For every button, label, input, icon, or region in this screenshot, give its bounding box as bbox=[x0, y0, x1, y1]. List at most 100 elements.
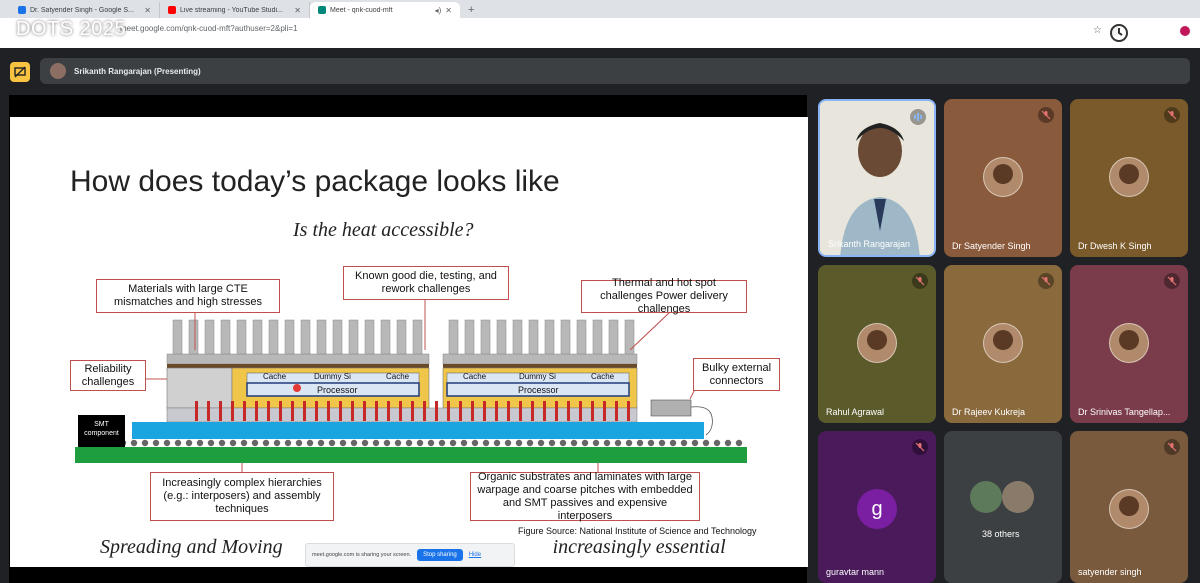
participant-tile[interactable]: 38 others bbox=[944, 431, 1062, 583]
close-tab-icon[interactable]: ✕ bbox=[144, 5, 151, 15]
dummy-si-label: Dummy Si bbox=[519, 372, 556, 381]
address-bar-area: meet.google.com/qnk-cuod-mft?authuser=2&… bbox=[0, 18, 1200, 48]
participant-tile[interactable]: Srikanth Rangarajan bbox=[818, 99, 936, 257]
interconnect-pillar bbox=[543, 401, 546, 421]
browser-tab-google-search[interactable]: Dr. Satyender Singh - Google S... ✕ bbox=[10, 2, 160, 18]
interconnect-pillar bbox=[195, 401, 198, 421]
close-tab-icon[interactable]: ✕ bbox=[294, 5, 301, 15]
solder-ball bbox=[504, 439, 512, 447]
smt-component-label: SMT component bbox=[80, 420, 123, 438]
hide-banner-link[interactable]: Hide bbox=[468, 552, 482, 558]
solder-ball bbox=[229, 439, 237, 447]
solder-ball bbox=[317, 439, 325, 447]
participant-tile[interactable]: satyender singh bbox=[1070, 431, 1188, 583]
participant-tile[interactable]: Dr Rajeev Kukreja bbox=[944, 265, 1062, 423]
interconnect-pillar bbox=[351, 401, 354, 421]
presenter-name: Srikanth Rangarajan (Presenting) bbox=[74, 66, 201, 76]
interconnect-pillar bbox=[459, 401, 462, 421]
screen-share-banner: meet.google.com is sharing your screen. … bbox=[305, 543, 515, 567]
callout-bulky-connectors: Bulky external connectors bbox=[693, 358, 780, 391]
heat-sink-fin bbox=[448, 319, 459, 355]
solder-ball bbox=[427, 439, 435, 447]
interconnect-pillar bbox=[483, 401, 486, 421]
solder-ball bbox=[251, 439, 259, 447]
solder-ball bbox=[174, 439, 182, 447]
heat-sink-fin bbox=[236, 319, 247, 355]
interconnect-pillar bbox=[255, 401, 258, 421]
solder-ball bbox=[515, 439, 523, 447]
youtube-favicon-icon bbox=[168, 6, 176, 14]
participant-tile[interactable]: Dr Srinivas Tangellap... bbox=[1070, 265, 1188, 423]
callout-hierarchy: Increasingly complex hierarchies (e.g.: … bbox=[150, 472, 334, 521]
callout-kgd: Known good die, testing, and rework chal… bbox=[343, 266, 509, 300]
heat-sink-fin bbox=[592, 319, 603, 355]
cache-label: Cache bbox=[463, 372, 487, 381]
avatar bbox=[857, 323, 897, 363]
interconnect-pillar bbox=[531, 401, 534, 421]
solder-ball bbox=[163, 439, 171, 447]
profile-avatar-icon[interactable] bbox=[1180, 26, 1190, 36]
interconnect-pillar bbox=[411, 401, 414, 421]
presenter-indicator[interactable]: Srikanth Rangarajan (Presenting) bbox=[40, 58, 1190, 84]
solder-ball bbox=[152, 439, 160, 447]
solder-ball bbox=[383, 439, 391, 447]
tab-title: Dr. Satyender Singh - Google S... bbox=[30, 6, 134, 14]
solder-ball bbox=[350, 439, 358, 447]
avatar bbox=[983, 323, 1023, 363]
participant-tile[interactable]: Dr Satyender Singh bbox=[944, 99, 1062, 257]
heat-sink-fin bbox=[268, 319, 279, 355]
cache-label: Cache bbox=[263, 372, 287, 381]
muted-mic-icon bbox=[1164, 273, 1180, 289]
dummy-si-label: Dummy Si bbox=[314, 372, 351, 381]
solder-ball bbox=[702, 439, 710, 447]
heat-sink-fin bbox=[560, 319, 571, 355]
interconnect-pillar bbox=[555, 401, 558, 421]
solder-ball bbox=[471, 439, 479, 447]
close-tab-icon[interactable]: ✕ bbox=[445, 5, 452, 15]
participant-name: Dr Srinivas Tangellap... bbox=[1078, 407, 1171, 417]
heat-sink-fin bbox=[480, 319, 491, 355]
heat-sink-fin bbox=[220, 319, 231, 355]
speaking-indicator-icon bbox=[910, 109, 926, 125]
address-bar-url[interactable]: meet.google.com/qnk-cuod-mft?authuser=2&… bbox=[120, 24, 298, 33]
solder-ball bbox=[218, 439, 226, 447]
solder-ball bbox=[394, 439, 402, 447]
solder-ball bbox=[559, 439, 567, 447]
solder-ball bbox=[570, 439, 578, 447]
solder-ball bbox=[636, 439, 644, 447]
presenter-video bbox=[820, 101, 934, 255]
participant-tile[interactable]: Dr Dwesh K Singh bbox=[1070, 99, 1188, 257]
browser-tab-strip: Dr. Satyender Singh - Google S... ✕ Live… bbox=[0, 0, 1200, 18]
back-arrow-icon[interactable]: ‹ bbox=[4, 22, 9, 38]
share-button[interactable] bbox=[1152, 18, 1182, 48]
figure-source: Figure Source: National Institute of Sci… bbox=[518, 526, 757, 536]
interconnect-pillar bbox=[615, 401, 618, 421]
presentation-icon[interactable] bbox=[10, 62, 30, 82]
bookmark-star-icon[interactable]: ☆ bbox=[1093, 25, 1102, 36]
interconnect-pillar bbox=[399, 401, 402, 421]
participant-name: Rahul Agrawal bbox=[826, 407, 885, 417]
solder-ball bbox=[625, 439, 633, 447]
participant-tile[interactable]: Rahul Agrawal bbox=[818, 265, 936, 423]
solder-ball bbox=[603, 439, 611, 447]
heat-sink-fin bbox=[412, 319, 423, 355]
solder-ball bbox=[328, 439, 336, 447]
participant-name: Dr Rajeev Kukreja bbox=[952, 407, 1026, 417]
heat-sink-fin bbox=[512, 319, 523, 355]
interconnect-pillar bbox=[519, 401, 522, 421]
browser-tab-meet[interactable]: Meet - qnk-cuod-mft ◂) ✕ bbox=[310, 2, 460, 18]
solder-ball bbox=[306, 439, 314, 447]
solder-ball bbox=[526, 439, 534, 447]
slide-bottom-left: Spreading and Moving bbox=[100, 536, 283, 558]
solder-ball bbox=[537, 439, 545, 447]
tab-title: Live streaming - YouTube Studi... bbox=[180, 6, 283, 14]
stop-sharing-button[interactable]: Stop sharing bbox=[417, 549, 463, 561]
browser-tab-youtube-studio[interactable]: Live streaming - YouTube Studi... ✕ bbox=[160, 2, 310, 18]
new-tab-button[interactable]: + bbox=[468, 4, 475, 16]
watch-later-button[interactable] bbox=[1104, 18, 1134, 48]
muted-mic-icon bbox=[1038, 273, 1054, 289]
interconnect-pillar bbox=[447, 401, 450, 421]
solder-ball bbox=[713, 439, 721, 447]
